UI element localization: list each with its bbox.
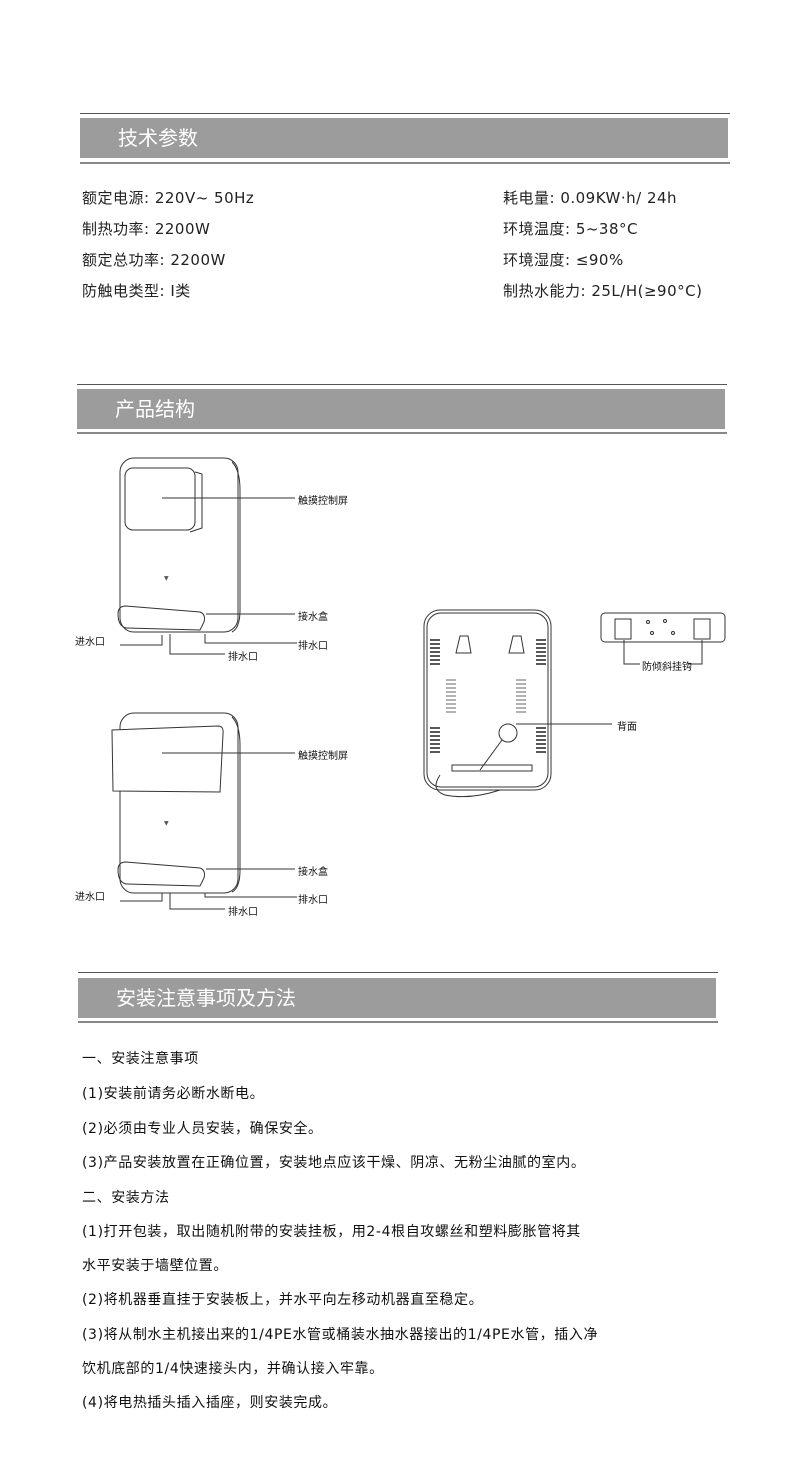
install-line: (1)安装前请务必断水断电。	[82, 1086, 265, 1102]
label-drain: 排水口	[228, 652, 258, 663]
divider	[80, 162, 730, 164]
label-drain: 排水口	[298, 641, 328, 652]
spec-item: 环境湿度: ≤90%	[503, 251, 624, 269]
svg-text:▼: ▼	[164, 575, 169, 582]
install-line: (1)打开包装，取出随机附带的安装挂板，用2-4根自攻螺丝和塑料膨胀管将其	[82, 1224, 581, 1240]
spec-item: 额定电源: 220V~ 50Hz	[82, 189, 255, 207]
label-drain: 排水口	[228, 907, 258, 918]
front-unit-1-drawing: ▼	[117, 457, 297, 655]
install-line: (3)产品安装放置在正确位置，安装地点应该干燥、阴凉、无粉尘油腻的室内。	[82, 1155, 586, 1171]
install-line: (4)将电热插头插入插座，则安装完成。	[82, 1395, 338, 1411]
divider	[77, 384, 727, 385]
install-line: (3)将从制水主机接出来的1/4PE水管或桶装水抽水器接出的1/4PE水管，插入…	[82, 1327, 599, 1343]
section-header-structure: 产品结构	[77, 389, 725, 429]
spec-item: 环境温度: 5~38°C	[503, 220, 638, 238]
label-drain: 排水口	[298, 895, 328, 906]
install-heading: 一、安装注意事项	[82, 1051, 199, 1067]
label-inlet: 进水口	[75, 637, 105, 648]
label-touch-screen: 触摸控制屏	[298, 751, 348, 762]
spec-item: 耗电量: 0.09KW·h/ 24h	[503, 189, 678, 207]
install-line: (2)将机器垂直挂于安装板上，并水平向左移动机器直至稳定。	[82, 1292, 484, 1308]
label-touch-screen: 触摸控制屏	[298, 496, 348, 507]
divider	[80, 113, 730, 114]
spec-item: 制热功率: 2200W	[82, 220, 211, 238]
label-drip-tray: 接水盒	[298, 612, 328, 623]
label-inlet: 进水口	[75, 892, 105, 903]
spec-item: 制热水能力: 25L/H(≥90°C)	[503, 282, 703, 300]
svg-text:▼: ▼	[164, 820, 169, 827]
section-header-install: 安装注意事项及方法	[78, 978, 716, 1018]
install-heading: 二、安装方法	[82, 1190, 170, 1206]
divider	[78, 1021, 718, 1023]
divider	[77, 432, 727, 434]
install-line: 水平安装于墙壁位置。	[82, 1258, 228, 1274]
section-header-specs: 技术参数	[80, 118, 728, 158]
back-view-drawing	[423, 609, 612, 798]
hook-plate-drawing	[600, 612, 726, 665]
spec-item: 防触电类型: I类	[82, 282, 191, 300]
divider	[78, 972, 718, 973]
spec-item: 额定总功率: 2200W	[82, 251, 226, 269]
label-back: 背面	[617, 722, 637, 733]
front-unit-2-drawing: ▼	[111, 712, 297, 910]
label-drip-tray: 接水盒	[298, 867, 328, 878]
label-anti-tilt-hook: 防倾斜挂钩	[642, 662, 692, 673]
install-line: (2)必须由专业人员安装，确保安全。	[82, 1121, 323, 1137]
install-line: 饮机底部的1/4快速接头内，并确认接入牢靠。	[82, 1361, 384, 1377]
